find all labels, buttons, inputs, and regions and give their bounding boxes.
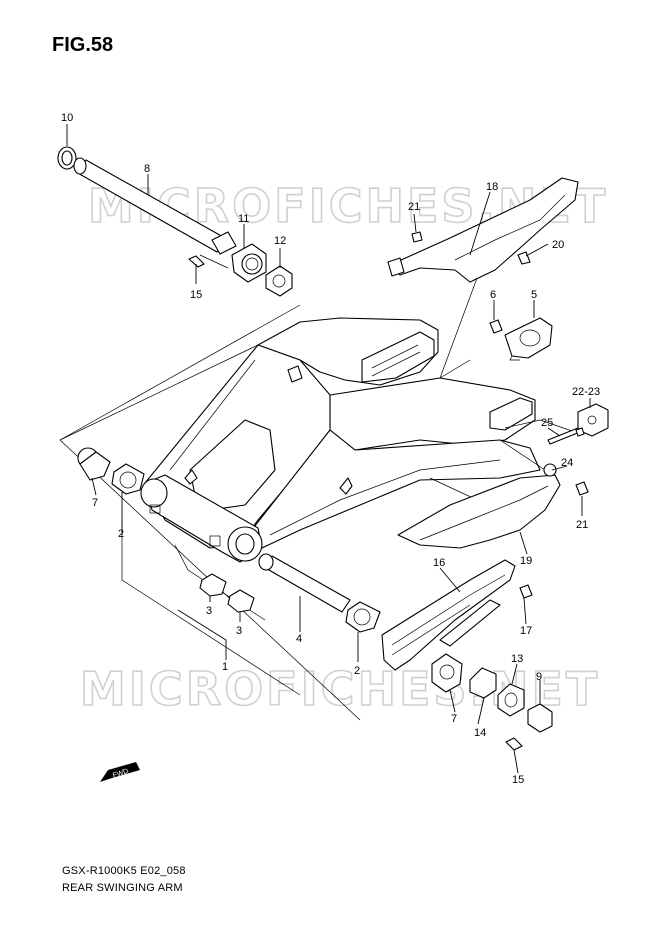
leader-lines bbox=[66, 124, 591, 774]
callout-24: 24 bbox=[561, 457, 573, 469]
callout-22-23: 22-23 bbox=[572, 386, 600, 398]
callout-12: 12 bbox=[274, 235, 286, 247]
callout-6: 6 bbox=[490, 289, 496, 301]
callout-15: 15 bbox=[190, 289, 202, 301]
callout-9: 9 bbox=[536, 671, 542, 683]
callout-13: 13 bbox=[511, 653, 523, 665]
chain-guard bbox=[397, 463, 589, 549]
callout-16: 16 bbox=[433, 557, 445, 569]
callout-3b: 3 bbox=[236, 625, 242, 637]
callout-21b: 21 bbox=[576, 519, 588, 531]
callout-4: 4 bbox=[296, 633, 302, 645]
callout-3a: 3 bbox=[206, 605, 212, 617]
callout-7b: 7 bbox=[451, 713, 457, 725]
figure-title: FIG.58 bbox=[52, 34, 114, 56]
fwd-label: FWD bbox=[112, 768, 129, 780]
callout-25: 25 bbox=[541, 417, 553, 429]
callout-1: 1 bbox=[222, 661, 228, 673]
callout-21: 21 bbox=[408, 201, 420, 213]
callout-14: 14 bbox=[474, 727, 486, 739]
callout-5: 5 bbox=[531, 289, 537, 301]
callout-15b: 15 bbox=[512, 774, 524, 786]
callout-19: 19 bbox=[520, 555, 532, 567]
chain-guide-bracket bbox=[489, 317, 553, 361]
callout-8: 8 bbox=[144, 163, 150, 175]
callout-17: 17 bbox=[520, 625, 532, 637]
chain-case bbox=[387, 177, 579, 283]
callout-2b: 2 bbox=[354, 665, 360, 677]
pivot-shaft-assembly bbox=[57, 146, 293, 297]
section-title: REAR SWINGING ARM bbox=[62, 882, 183, 894]
callout-10: 10 bbox=[61, 112, 73, 124]
chain-adjuster bbox=[547, 403, 609, 445]
model-code: GSX-R1000K5 E02_058 bbox=[62, 865, 186, 877]
callout-20: 20 bbox=[552, 239, 564, 251]
fwd-arrow: FWD bbox=[100, 762, 140, 782]
chain-slider bbox=[381, 559, 533, 671]
callout-11: 11 bbox=[238, 213, 249, 225]
callout-7: 7 bbox=[92, 497, 98, 509]
callout-2: 2 bbox=[118, 528, 124, 540]
bearings-and-spacers bbox=[77, 447, 553, 751]
callout-18: 18 bbox=[486, 181, 498, 193]
swingarm-body bbox=[140, 317, 541, 563]
callout-labels: 10 8 11 12 15 18 21 20 6 5 22-23 25 24 2… bbox=[61, 112, 600, 786]
